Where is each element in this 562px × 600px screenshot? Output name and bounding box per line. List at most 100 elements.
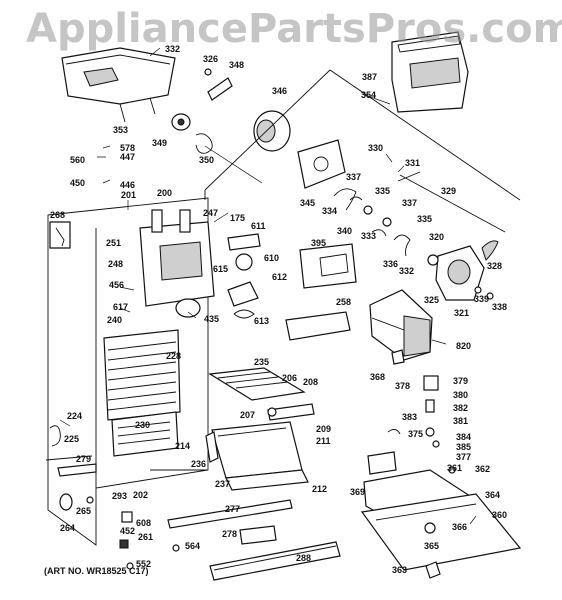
label-336: 336 — [383, 259, 398, 269]
label-207: 207 — [240, 410, 255, 420]
label-325: 325 — [424, 295, 439, 305]
label-369: 369 — [350, 487, 365, 497]
label-345: 345 — [300, 198, 315, 208]
evaporator-cover-247 — [139, 209, 215, 318]
label-278: 278 — [222, 529, 237, 539]
label-612: 612 — [272, 272, 287, 282]
label-293: 293 — [112, 491, 127, 501]
icemaker-820 — [369, 289, 433, 365]
label-349: 349 — [152, 138, 167, 148]
label-333: 333 — [361, 231, 376, 241]
label-236: 236 — [191, 459, 206, 469]
label-820: 820 — [456, 341, 471, 351]
label-379: 379 — [453, 376, 468, 386]
label-329: 329 — [441, 186, 456, 196]
part-268 — [49, 221, 71, 249]
label-335a: 335 — [375, 186, 390, 196]
label-337b: 337 — [402, 198, 417, 208]
plate-345 — [297, 139, 346, 189]
label-381: 381 — [453, 416, 468, 426]
housing-387 — [391, 31, 469, 113]
label-364: 364 — [485, 490, 500, 500]
label-230: 230 — [135, 420, 150, 430]
label-360: 360 — [492, 510, 507, 520]
label-268: 268 — [50, 210, 65, 220]
part-348 — [204, 68, 233, 101]
label-258: 258 — [336, 297, 351, 307]
label-240: 240 — [107, 315, 122, 325]
callout-labels: 332 326 348 387 354 346 353 349 350 578 … — [50, 44, 507, 575]
leader-lines — [59, 47, 477, 525]
label-200: 200 — [157, 188, 172, 198]
label-385: 385 — [456, 442, 471, 452]
label-212: 212 — [312, 484, 327, 494]
label-348: 348 — [229, 60, 244, 70]
label-446: 446 — [120, 180, 135, 190]
linkage-parts — [333, 171, 506, 257]
label-175: 175 — [230, 213, 245, 223]
cover-395 — [299, 243, 357, 289]
watermark: AppliancePartsPros.com — [26, 6, 562, 52]
label-383: 383 — [402, 412, 417, 422]
label-611: 611 — [251, 221, 266, 231]
label-247: 247 — [203, 208, 218, 218]
icemaker-head-325 — [427, 240, 499, 301]
label-615: 615 — [213, 264, 228, 274]
label-361: 361 — [447, 463, 462, 473]
label-610: 610 — [264, 253, 279, 263]
freezer-liner — [47, 197, 209, 546]
label-208: 208 — [303, 377, 318, 387]
label-340: 340 — [337, 226, 352, 236]
label-334: 334 — [322, 206, 337, 216]
tubing-224 — [45, 425, 97, 477]
label-251: 251 — [106, 238, 121, 248]
label-450: 450 — [70, 178, 85, 188]
label-435: 435 — [204, 314, 219, 324]
label-330: 330 — [368, 143, 383, 153]
small-hardware — [119, 511, 180, 570]
label-617: 617 — [113, 302, 128, 312]
label-452: 452 — [120, 526, 135, 536]
label-209: 209 — [316, 424, 331, 434]
label-395: 395 — [311, 238, 326, 248]
label-608: 608 — [136, 518, 151, 528]
label-377: 377 — [456, 452, 471, 462]
label-578: 578 — [120, 143, 135, 153]
label-328: 328 — [487, 261, 502, 271]
label-201: 201 — [121, 190, 136, 200]
label-320: 320 — [429, 232, 444, 242]
shelf-235 — [208, 367, 315, 421]
label-552: 552 — [136, 559, 151, 569]
label-380: 380 — [453, 390, 468, 400]
shelf-tray-332 — [61, 47, 176, 123]
label-447: 447 — [120, 152, 135, 162]
label-456: 456 — [109, 280, 124, 290]
label-321: 321 — [454, 308, 469, 318]
label-248: 248 — [108, 259, 123, 269]
label-560: 560 — [70, 155, 85, 165]
label-277: 277 — [225, 504, 240, 514]
label-264: 264 — [60, 523, 75, 533]
shield-258 — [285, 311, 351, 341]
label-335b: 335 — [417, 214, 432, 224]
label-382: 382 — [453, 403, 468, 413]
label-350: 350 — [199, 155, 214, 165]
label-332: 332 — [165, 44, 180, 54]
label-337a: 337 — [346, 172, 361, 182]
part-264 — [59, 493, 94, 511]
label-332b: 332 — [399, 266, 414, 276]
label-363: 363 — [392, 565, 407, 575]
label-224: 224 — [67, 411, 82, 421]
label-375: 375 — [408, 429, 423, 439]
label-206: 206 — [282, 373, 297, 383]
label-384: 384 — [456, 432, 471, 442]
label-202: 202 — [133, 490, 148, 500]
label-235: 235 — [254, 357, 269, 367]
label-564: 564 — [185, 541, 200, 551]
pan-211 — [205, 421, 309, 491]
fan-parts-610 — [227, 233, 261, 319]
label-211: 211 — [316, 436, 331, 446]
art-number: (ART NO. WR18525 C17) — [44, 566, 149, 576]
label-261: 261 — [138, 532, 153, 542]
